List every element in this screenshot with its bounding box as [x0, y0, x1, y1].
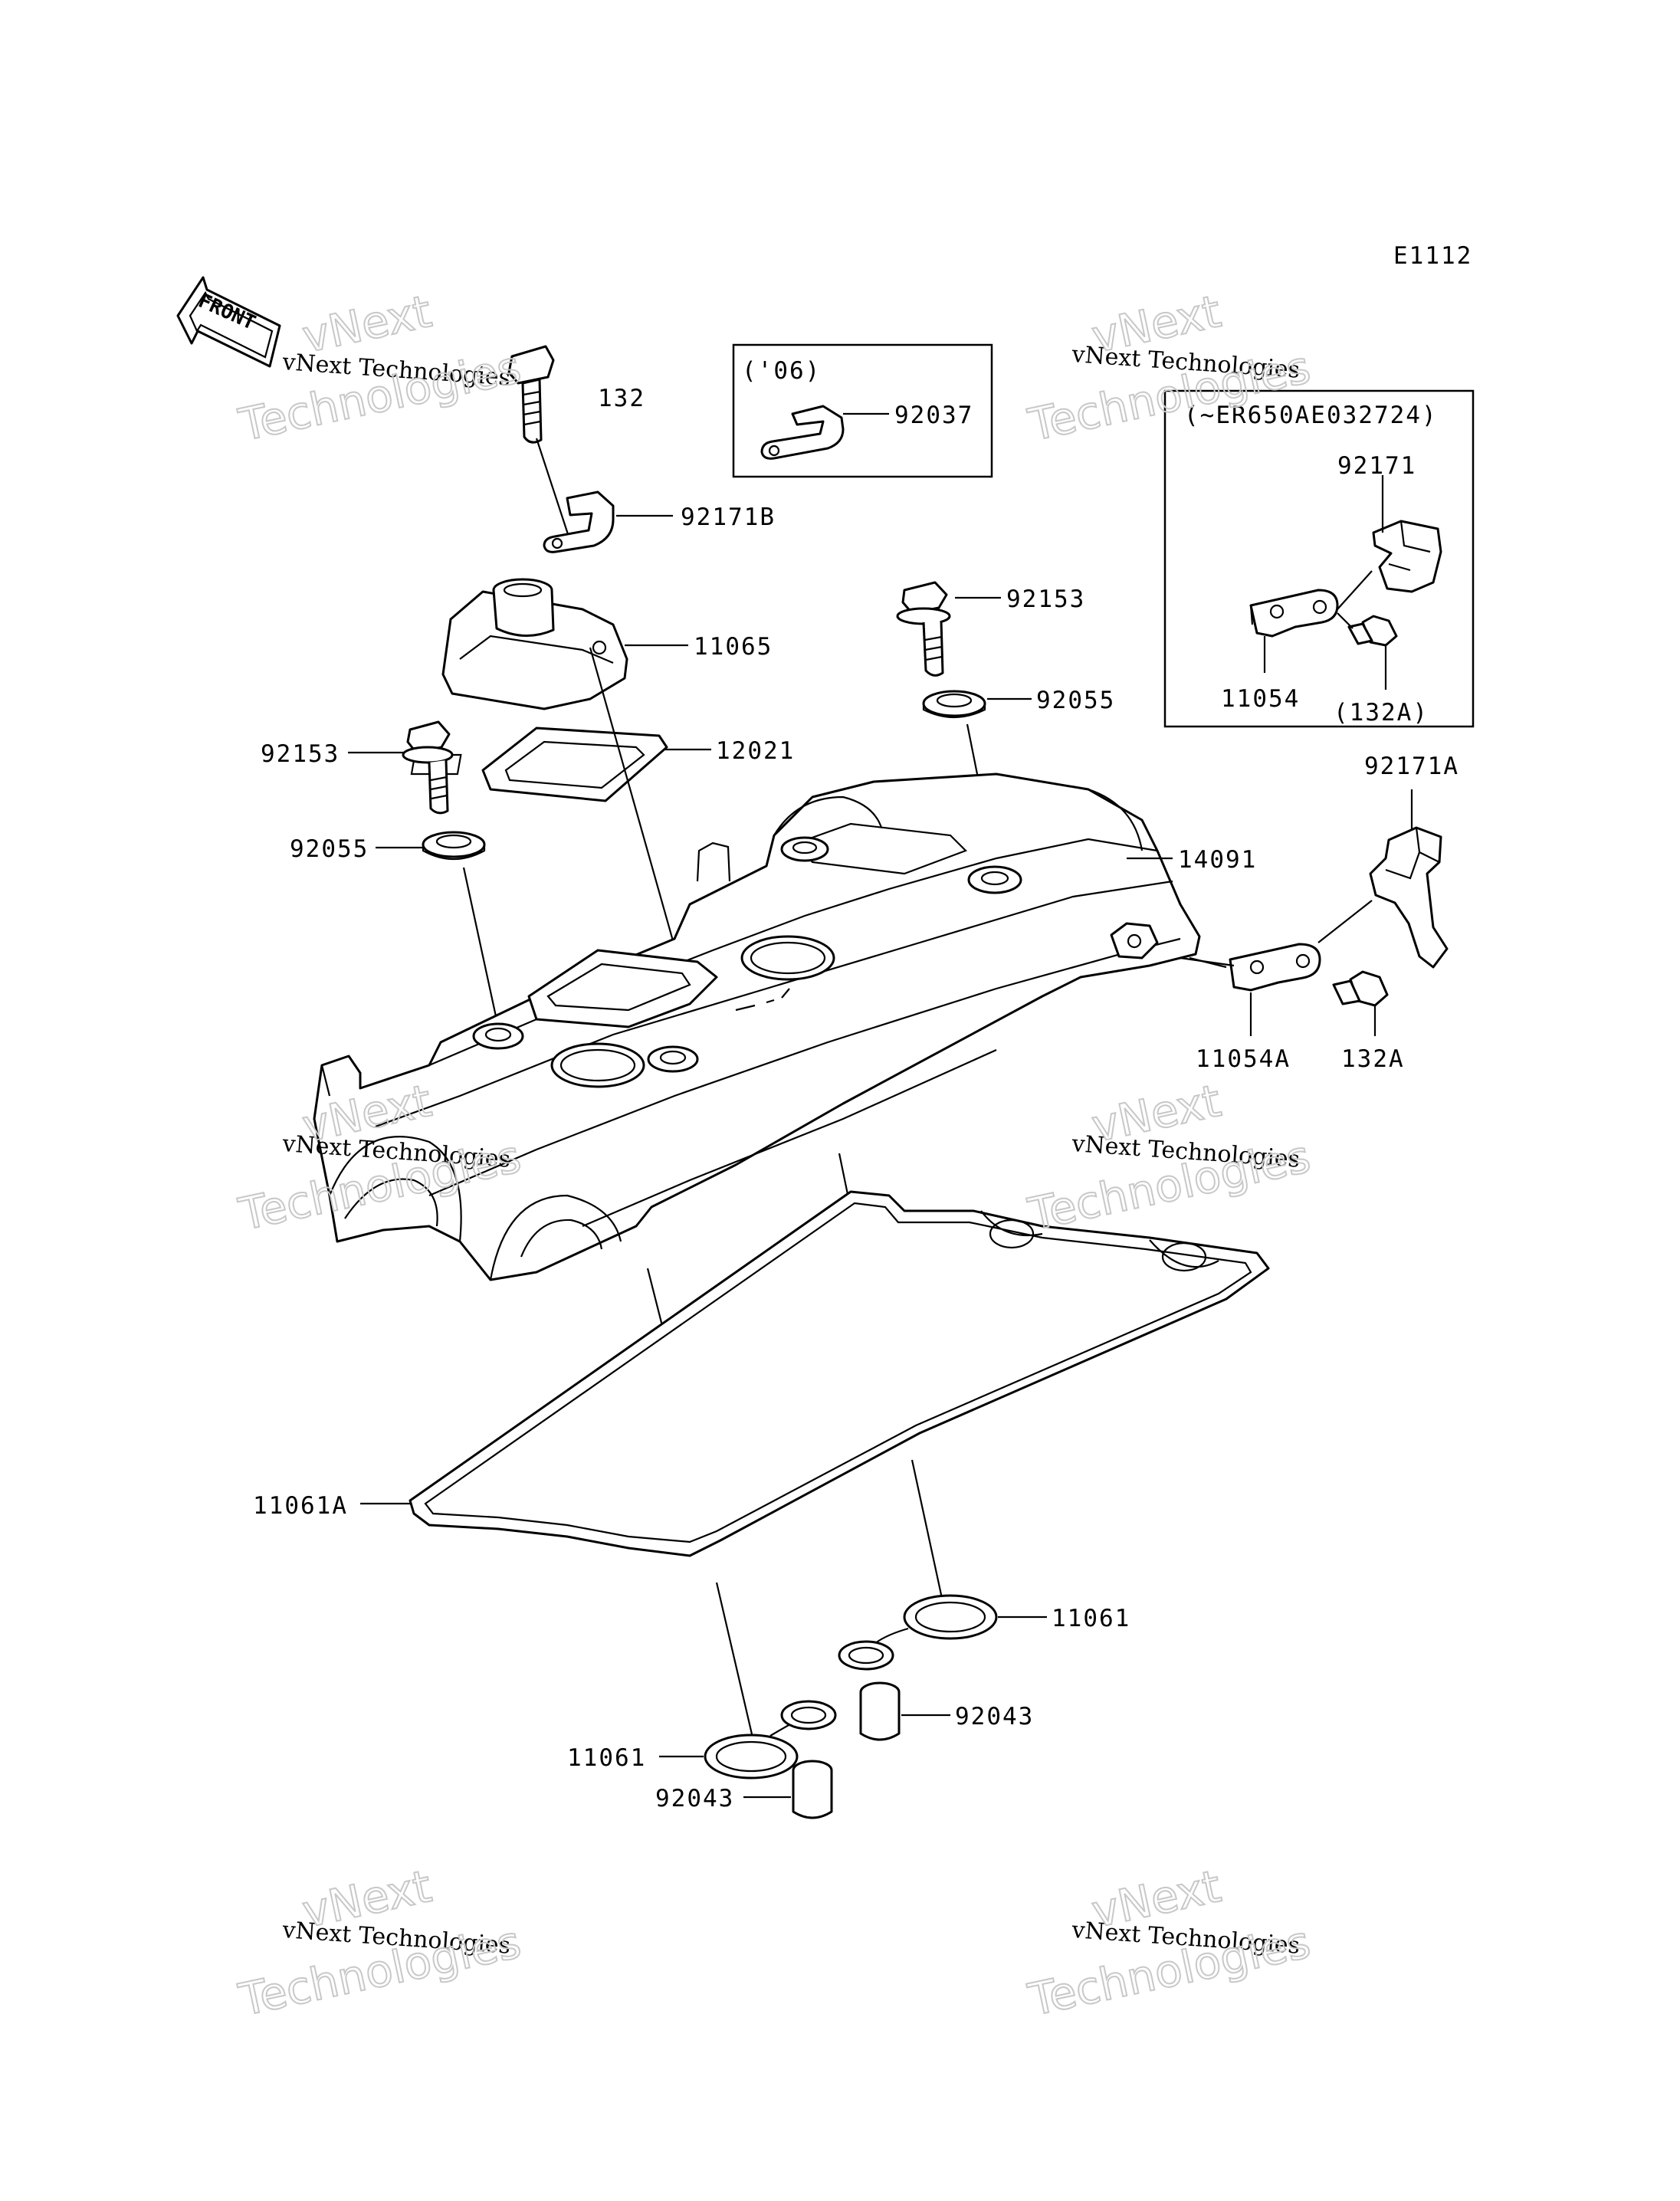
box-06-caption: ('06) — [742, 357, 821, 385]
diagram-code: E1112 — [1393, 242, 1472, 270]
callout-11061-left: 11061 — [567, 1744, 646, 1772]
washer-92055-left — [422, 831, 486, 861]
washer-92055-right — [922, 690, 986, 719]
callout-92055-right: 92055 — [1036, 687, 1115, 714]
svg-text:vNext: vNext — [298, 285, 436, 363]
box-er650-caption: (~ER650AE032724) — [1184, 402, 1438, 429]
seal-11061-right — [838, 1594, 998, 1671]
watermark-mid-right: vNext Technologies vNext Technologies — [1023, 1074, 1316, 1242]
dowel-92043-right — [859, 1681, 901, 1741]
callout-11054: 11054 — [1221, 685, 1300, 713]
callout-92037: 92037 — [894, 402, 973, 429]
watermark-top-left: vNext Technologies vNext Technologies — [234, 284, 527, 452]
clip-92171A — [1369, 826, 1449, 969]
cylinder-head-cover-14091 — [313, 772, 1201, 1281]
callout-92055-left: 92055 — [290, 835, 369, 863]
callout-92043-left: 92043 — [655, 1785, 734, 1812]
gasket-11061A — [409, 1190, 1270, 1557]
callout-12021: 12021 — [716, 737, 795, 765]
seal-11061-left — [704, 1700, 837, 1779]
callout-11061A: 11061A — [253, 1492, 348, 1520]
bolt-92153-left — [402, 720, 454, 815]
bracket-11054A — [1229, 943, 1321, 992]
bolt-132A-box — [1347, 615, 1398, 647]
dowel-92043-left — [792, 1760, 833, 1819]
clip-92037 — [760, 405, 845, 460]
bolt-92153-right — [896, 581, 951, 677]
clip-92171 — [1372, 520, 1442, 593]
callout-132A: 132A — [1341, 1045, 1405, 1073]
gasket-12021 — [410, 727, 668, 802]
callout-11054A: 11054A — [1196, 1045, 1291, 1073]
callout-14091: 14091 — [1178, 846, 1257, 874]
bolt-132A — [1332, 970, 1389, 1007]
bracket-11054 — [1249, 589, 1339, 638]
box-06: ('06) — [732, 343, 993, 478]
callout-92171B: 92171B — [681, 504, 776, 531]
callout-11061-right: 11061 — [1052, 1605, 1130, 1632]
callout-11065: 11065 — [694, 633, 773, 661]
box-er650: (~ER650AE032724) — [1163, 389, 1475, 728]
callout-92153-right: 92153 — [1006, 586, 1085, 613]
callout-92171: 92171 — [1337, 452, 1416, 480]
watermark-bottom-right: vNext Technologies vNext Technologies — [1023, 1859, 1316, 2027]
clip-92171B — [543, 490, 615, 553]
callout-92171A: 92171A — [1364, 753, 1459, 780]
bolt-132 — [507, 345, 555, 444]
callout-92043-right: 92043 — [955, 1703, 1034, 1730]
front-arrow-icon: FRONT — [176, 276, 281, 368]
callout-92153-left: 92153 — [261, 740, 340, 768]
callout-132: 132 — [598, 385, 645, 412]
watermark-bottom-left: vNext Technologies vNext Technologies — [234, 1859, 527, 2027]
callout-132A-box: (132A) — [1334, 699, 1429, 727]
cover-11065 — [441, 578, 628, 710]
